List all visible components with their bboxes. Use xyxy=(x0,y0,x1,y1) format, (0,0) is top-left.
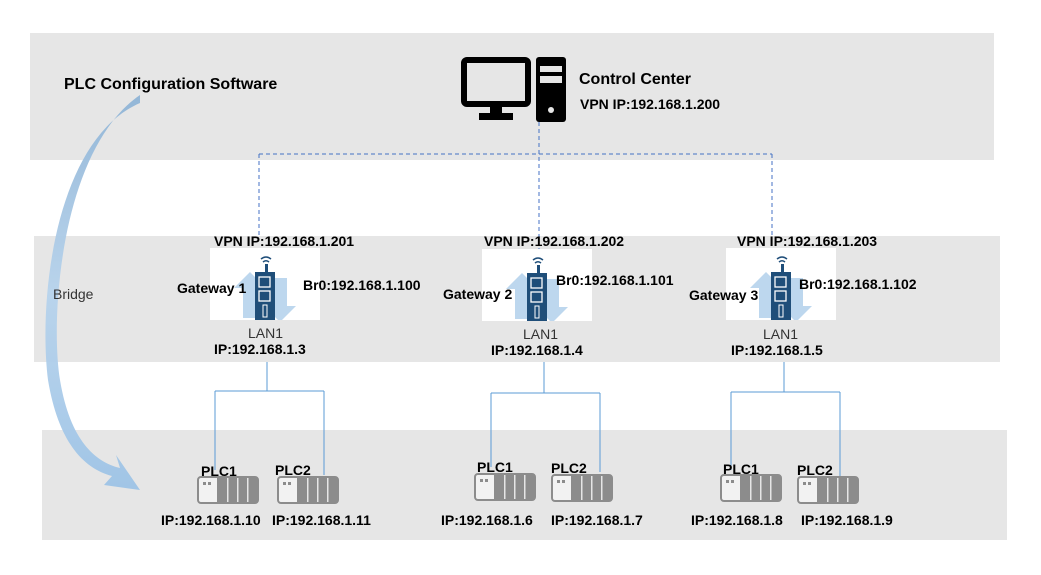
plc-name: PLC1 xyxy=(477,459,513,475)
control-center-band xyxy=(30,33,994,160)
plc-icon xyxy=(551,474,613,502)
plc-icon xyxy=(277,476,339,504)
desktop-computer-icon xyxy=(461,57,566,122)
plc-ip: IP:192.168.1.6 xyxy=(441,512,533,528)
gateway-device-2[interactable] xyxy=(482,249,592,323)
gateway-br0-ip: Br0:192.168.1.101 xyxy=(556,272,674,288)
gateway-vpn-ip: VPN IP:192.168.1.201 xyxy=(214,233,355,249)
gateway-lan-label: LAN1 xyxy=(523,326,559,342)
bridge-label: Bridge xyxy=(53,286,94,302)
plc-ip: IP:192.168.1.10 xyxy=(161,512,261,528)
gateway-vpn-ip: VPN IP:192.168.1.203 xyxy=(737,233,878,249)
plc-name: PLC1 xyxy=(723,461,759,477)
gateway-lan-ip: IP:192.168.1.4 xyxy=(491,342,583,358)
router-icon xyxy=(255,256,275,322)
gateway-br0-ip: Br0:192.168.1.102 xyxy=(799,276,917,292)
gateway-device-1[interactable] xyxy=(210,248,320,322)
gateway-lan-label: LAN1 xyxy=(763,326,799,342)
plc-icon xyxy=(474,473,536,501)
gateway-device-3[interactable] xyxy=(726,248,836,322)
gateway-lan-ip: IP:192.168.1.5 xyxy=(731,342,823,358)
control-center-name: Control Center xyxy=(579,71,691,88)
gateway-lan-label: LAN1 xyxy=(248,325,284,341)
gateway-br0-ip: Br0:192.168.1.100 xyxy=(303,277,421,293)
plc-name: PLC2 xyxy=(797,462,833,478)
gateway-name: Gateway 3 xyxy=(689,287,759,303)
gateway-name: Gateway 1 xyxy=(177,280,247,296)
router-icon xyxy=(527,257,547,323)
gateway-lan-ip: IP:192.168.1.3 xyxy=(214,341,306,357)
plc-icon xyxy=(197,476,259,504)
plc-icon xyxy=(797,476,859,504)
plc-ip: IP:192.168.1.9 xyxy=(801,512,893,528)
gateway-name: Gateway 2 xyxy=(443,286,513,302)
plc-config-software-label: PLC Configuration Software xyxy=(64,76,278,93)
plc-name: PLC2 xyxy=(275,462,311,478)
plc-ip: IP:192.168.1.7 xyxy=(551,512,643,528)
router-icon xyxy=(771,256,791,322)
plc-name: PLC2 xyxy=(551,460,587,476)
plc-ip: IP:192.168.1.8 xyxy=(691,512,783,528)
plc-name: PLC1 xyxy=(201,463,237,479)
gateway-vpn-ip: VPN IP:192.168.1.202 xyxy=(484,233,625,249)
control-center-vpn-ip: VPN IP:192.168.1.200 xyxy=(580,96,721,112)
plc-icon xyxy=(720,474,782,502)
plc-ip: IP:192.168.1.11 xyxy=(272,512,371,528)
control-center[interactable] xyxy=(461,57,571,123)
